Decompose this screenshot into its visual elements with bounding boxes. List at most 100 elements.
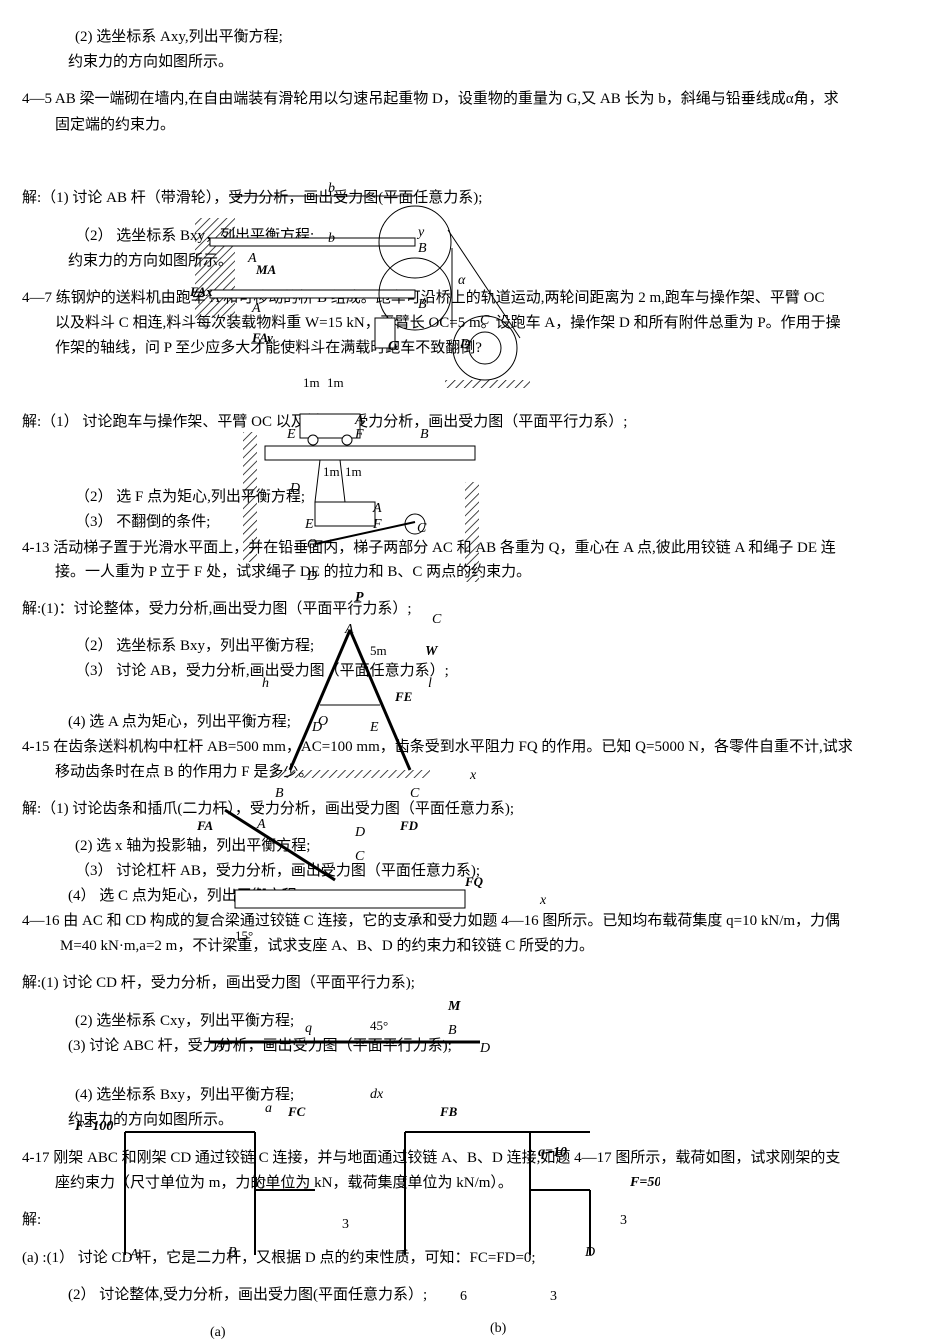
label-fax: FAx [190, 284, 213, 299]
label-fay: FAy [251, 330, 273, 345]
problem-4-13-line-2: 接。一人重为 P 立于 F 处，试求绳子 DE 的拉力和 B、C 两点的约束力。 [55, 564, 532, 580]
label-a-dim: a [265, 1101, 272, 1116]
label-d-4-17: D [584, 1245, 595, 1260]
label-dx: dx [370, 1087, 384, 1102]
label-1m-3: 1m [323, 464, 340, 479]
label-d-4-7: D [289, 481, 300, 496]
label-b-4-7: B [420, 427, 429, 442]
wheel-f [341, 434, 353, 446]
beam-ab-upper [209, 237, 416, 247]
label-a-point: A [247, 251, 257, 266]
figure-4-5: b b B B y A A MA FAx FAy α G C D [190, 181, 530, 388]
label-f-4-7-2: F [372, 517, 382, 532]
figure-4-13: P C A W 5m h l FE D E O x B C [262, 590, 477, 800]
label-fig-a: (a) [210, 1325, 226, 1340]
figure-4-15: FQ x FA A FD D C 15° [196, 808, 547, 943]
solution-4-13-line-4: (4) 选 A 点为矩心，列出平衡方程; [68, 714, 291, 730]
label-ma: MA [255, 262, 277, 277]
problem-4-15-line-1: 4-15 在齿条送料机构中杠杆 AB=500 mm，AC=100 mm，齿条受到… [22, 739, 853, 755]
label-g: G [388, 339, 398, 354]
label-b-4-16: B [448, 1023, 457, 1038]
bucket-c [404, 513, 426, 535]
label-a-4-16: A [214, 1039, 224, 1054]
label-fb: FB [439, 1104, 458, 1119]
label-o-4-7: O [307, 537, 317, 552]
problem-4-16-line-1: 4—16 由 AC 和 CD 构成的复合梁通过铰链 C 连接，它的支承和受力如题… [22, 913, 841, 929]
label-c-4-13: C [432, 612, 442, 627]
problem-4-5-line-2: 固定端的约束力。 [55, 117, 176, 133]
solution-4-16-line-5: 约束力的方向如图所示。 [68, 1112, 234, 1128]
label-a-4-15: A [256, 817, 266, 832]
solution-4-13-line-1: 解:(1)：讨论整体，受力分析,画出受力图（平面平行力系）; [22, 601, 412, 617]
label-c-4-15: C [355, 849, 365, 864]
label-c-4-13-2: C [410, 786, 420, 800]
label-h: h [262, 676, 269, 691]
label-fc: FC [287, 1104, 306, 1119]
label-o-4-13: O [318, 714, 328, 729]
bridge-b [264, 445, 476, 461]
label-b-2: b [328, 231, 335, 246]
label-a-4-7-2: A [372, 501, 382, 516]
label-p-4-13: P [355, 590, 364, 605]
solution-4-5-line-1: 解:（1) 讨论 AB 杆（带滑轮），受力分析，画出受力图(平面任意力系); [22, 190, 483, 206]
figure-4-7: 1m 1m A E F B D 1m 1m A E F C O D [243, 375, 479, 582]
figure-4-16: M 45° A B D q a FC dx FB [210, 999, 490, 1119]
label-1m-2: 1m [327, 375, 344, 390]
label-m-4-16: M [447, 999, 461, 1014]
label-x-4-13: x [469, 768, 477, 783]
label-15deg: 15° [235, 928, 253, 943]
text-line-2: 约束力的方向如图所示。 [68, 54, 234, 70]
text-line-1: (2) 选坐标系 Axy,列出平衡方程; [75, 29, 283, 45]
label-fe: FE [394, 689, 413, 704]
label-a-4-17: A [129, 1247, 139, 1262]
label-q10: q=10 [538, 1145, 567, 1160]
wheel-e [307, 434, 319, 446]
label-e-4-7: E [286, 427, 296, 442]
solution-4-7-line-3: （3） 不翻倒的条件; [75, 514, 211, 530]
trolley-a-2 [314, 501, 376, 527]
problem-4-15-line-2: 移动齿条时在点 B 的作用力 F 是多少。 [55, 764, 314, 780]
ladder-ab [288, 629, 352, 771]
label-b-4-17: B [228, 1245, 237, 1260]
pulley-lower [378, 257, 452, 331]
label-x-4-15: x [539, 893, 547, 908]
label-fq: FQ [464, 874, 484, 889]
label-a-4-7: A [354, 413, 364, 428]
label-a-4-13: A [344, 622, 354, 637]
trolley-a [299, 413, 361, 439]
label-a-point-2: A [251, 301, 261, 316]
label-f-4-7: F [354, 427, 364, 442]
label-fig-b: (b) [490, 1321, 507, 1336]
label-alpha: α [458, 273, 466, 288]
label-d: D [459, 337, 470, 352]
ladder-ac [348, 629, 412, 771]
label-b: b [328, 181, 335, 196]
label-d-4-15: D [354, 825, 365, 840]
solution-4-16-line-1: 解:(1) 讨论 CD 杆，受力分析，画出受力图（平面平行力系); [22, 975, 415, 991]
rack [234, 889, 466, 909]
label-1m-4: 1m [345, 464, 362, 479]
label-e-4-7-2: E [304, 517, 314, 532]
label-d-4-7-2: D [306, 569, 317, 582]
solution-4-17-line-1: 解: [22, 1212, 42, 1228]
label-fa-4-15: FA [196, 818, 213, 833]
label-e-4-13: E [369, 720, 379, 735]
figure-4-17: F=100 q=10 F=50 3 3 3 6 A B C D (a) (b) [74, 1119, 660, 1340]
solution-4-13-line-3: （3） 讨论 AB，受力分析,画出受力图（平面任意力系）; [75, 663, 449, 679]
problem-4-17-line-2: 座约束力（尺寸单位为 m，力的单位为 kN，载荷集度单位为 kN/m）。 [55, 1175, 513, 1191]
label-6: 6 [460, 1289, 467, 1304]
label-45deg: 45° [370, 1018, 388, 1033]
problem-4-16-line-2: M=40 kN·m,a=2 m，不计梁重，试求支座 A、B、D 的约束力和铰链 … [60, 938, 595, 954]
label-1m: 1m [303, 375, 320, 390]
label-c: C [480, 313, 490, 328]
problem-4-7-line-2: 以及料斗 C 相连,料斗每次装载物料重 W=15 kN，平臂长 OC=5 m。设… [55, 315, 841, 331]
weight-g [374, 317, 396, 349]
label-l: l [428, 676, 432, 691]
drum-d-inner [468, 331, 502, 365]
label-f100: F=100 [74, 1119, 113, 1134]
label-y: y [416, 225, 425, 240]
solution-4-17-line-3: (2） 讨论整体,受力分析，画出受力图(平面任意力系）; [68, 1287, 428, 1303]
label-c-4-17: C [256, 1177, 266, 1192]
label-d-4-13: D [311, 720, 322, 735]
solution-4-13-line-2: （2） 选坐标系 Bxy，列出平衡方程; [75, 638, 315, 654]
